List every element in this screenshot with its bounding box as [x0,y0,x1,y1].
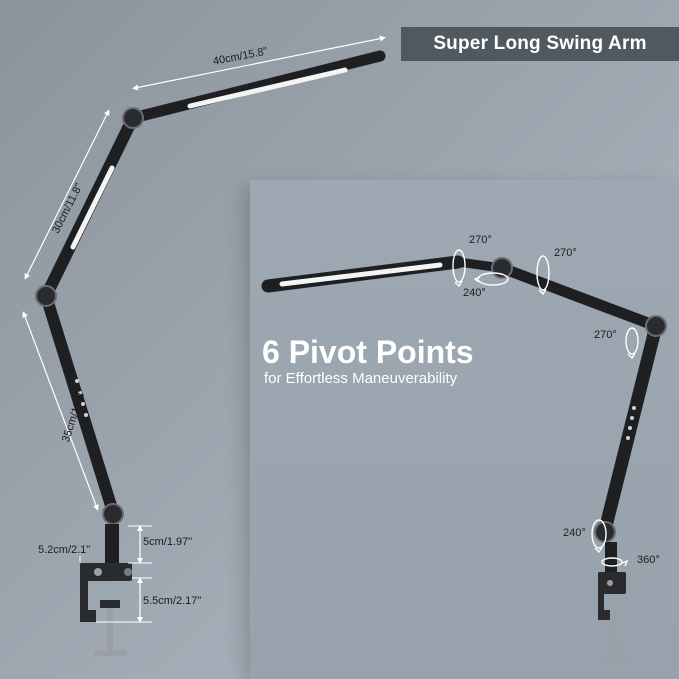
joint-icon [122,107,144,129]
angle-base-pivot: 240° [563,527,586,539]
rotation-arrows [452,249,639,567]
joint-icon [645,315,667,337]
angle-head-bottom: 240° [463,287,486,299]
angle-head-top: 270° [469,234,492,246]
angle-elbow-top: 270° [554,247,577,259]
dimension-base-height: 5cm/1.97" [143,536,193,548]
joint-icon [102,503,124,525]
dimension-arrows [22,35,386,623]
joint-icon [491,257,513,279]
banner-title: Super Long Swing Arm [401,27,679,61]
dimension-clamp-width: 5.2cm/2.1" [38,544,91,556]
angle-base-rotate: 360° [637,554,660,566]
joint-icon [35,285,57,307]
angle-elbow-side: 270° [594,329,617,341]
right-lamp [261,255,667,662]
pivot-subheading: for Effortless Maneuverability [264,370,458,387]
dimension-clamp-height: 5.5cm/2.17" [143,595,202,607]
pivot-heading: 6 Pivot Points [262,334,474,370]
